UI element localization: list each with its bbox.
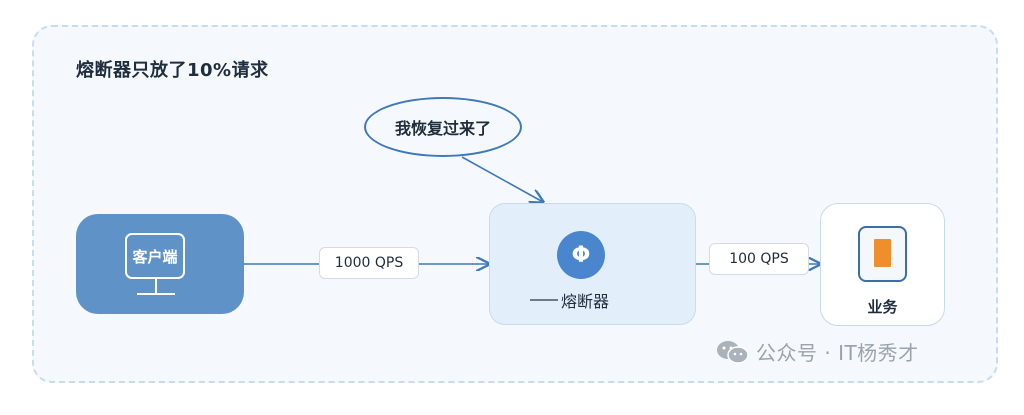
diagram-title: 熔断器只放了10%请求 bbox=[76, 60, 269, 81]
service-box-fill bbox=[874, 239, 891, 267]
edge-label-1000-qps: 1000 QPS bbox=[319, 247, 419, 279]
client-node: 客户端 bbox=[76, 214, 244, 314]
monitor-base bbox=[137, 293, 175, 295]
circuit-breaker-icon: Φ bbox=[557, 231, 605, 279]
watermark: 公众号 · IT杨秀才 bbox=[716, 337, 919, 366]
service-box-icon bbox=[858, 226, 907, 282]
edge-bubble-to-breaker bbox=[461, 156, 543, 202]
monitor-icon: 客户端 bbox=[125, 233, 185, 279]
client-label: 客户端 bbox=[132, 247, 178, 266]
wechat-icon bbox=[716, 339, 750, 365]
service-node: 业务 bbox=[820, 203, 945, 326]
monitor-stand bbox=[155, 279, 157, 293]
speech-bubble: 我恢复过来了 bbox=[364, 97, 522, 157]
breaker-node: Φ 熔断器 bbox=[489, 203, 696, 325]
edge-label-100-qps: 100 QPS bbox=[709, 243, 809, 275]
breaker-label: 熔断器 bbox=[561, 292, 610, 311]
watermark-text: 公众号 · IT杨秀才 bbox=[756, 341, 919, 365]
service-label: 业务 bbox=[867, 298, 898, 316]
breaker-label-dash bbox=[530, 299, 558, 301]
breaker-label-row: 熔断器 bbox=[530, 288, 609, 312]
